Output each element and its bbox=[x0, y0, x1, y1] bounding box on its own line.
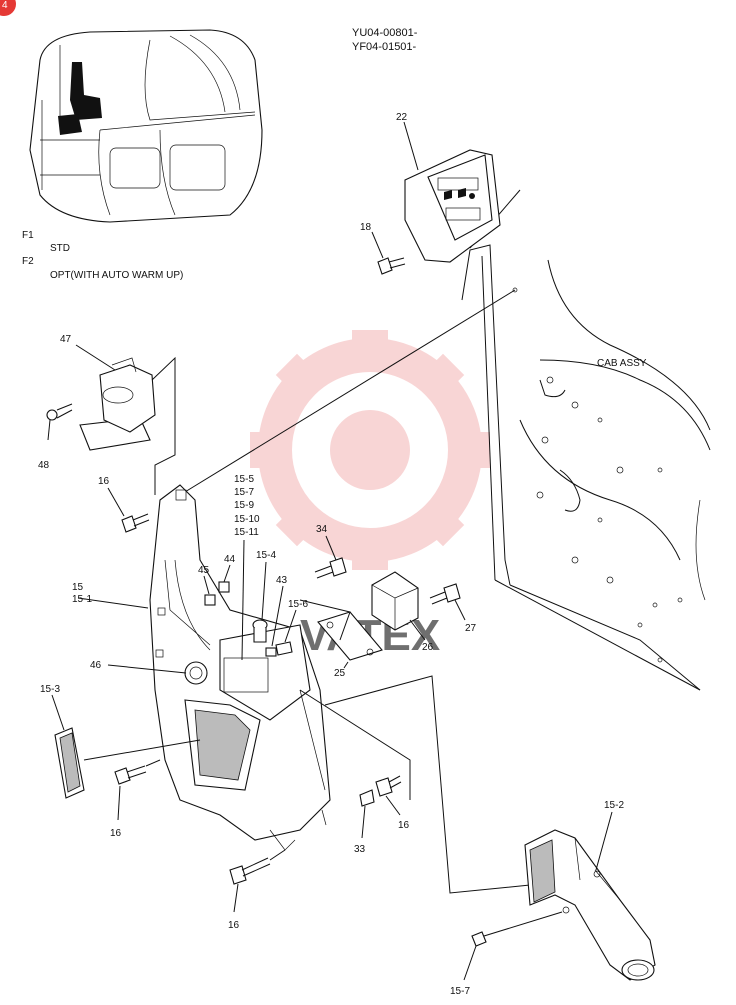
bracket-25-guide bbox=[299, 599, 351, 641]
callout-26: 26 bbox=[422, 642, 434, 653]
note-f2-code: F2 bbox=[22, 256, 34, 267]
leader-43 bbox=[271, 585, 284, 647]
leader-33 bbox=[361, 805, 366, 839]
vent-guide-line bbox=[83, 739, 201, 761]
cab-overview-illustration bbox=[29, 29, 263, 223]
bolt-16-bottom bbox=[229, 857, 271, 885]
callout-15-7-lower: 15-7 bbox=[450, 986, 470, 997]
note-f1-text: STD bbox=[50, 243, 70, 254]
duct-guide-line bbox=[324, 675, 531, 894]
callout-15: 15 bbox=[72, 582, 84, 593]
leader-44 bbox=[223, 564, 231, 583]
nut-45 bbox=[204, 594, 216, 606]
callout-15-6: 15-6 bbox=[288, 599, 308, 610]
callout-15-10: 15-10 bbox=[234, 514, 260, 525]
relay-26 bbox=[371, 571, 419, 631]
leader-16-right bbox=[385, 795, 401, 816]
air-duct-15-2 bbox=[524, 829, 656, 981]
cab-assy-frame bbox=[461, 189, 711, 691]
callout-27: 27 bbox=[465, 623, 477, 634]
leader-16-bottom bbox=[233, 883, 239, 913]
panel-guide-right bbox=[299, 689, 411, 800]
leader-18 bbox=[371, 231, 384, 259]
switch-15-6 bbox=[275, 641, 293, 656]
callout-44: 44 bbox=[224, 554, 236, 565]
monitor-22 bbox=[404, 149, 501, 263]
callout-15-1: 15-1 bbox=[72, 594, 92, 605]
leader-15-5-stack bbox=[241, 539, 245, 661]
leader-15-4 bbox=[261, 561, 267, 621]
vent-15-3 bbox=[54, 727, 85, 799]
cup-holder-47 bbox=[79, 357, 156, 451]
leader-26 bbox=[409, 619, 426, 641]
nut-44 bbox=[218, 581, 230, 593]
serial-range-2: YF04-01501- bbox=[352, 41, 417, 53]
callout-15-5: 15-5 bbox=[234, 474, 254, 485]
bracket-47 bbox=[151, 356, 176, 495]
screw-15-7-lower bbox=[471, 911, 563, 947]
leader-45 bbox=[203, 575, 210, 595]
leader-47 bbox=[75, 344, 116, 371]
note-f1-code: F1 bbox=[22, 230, 34, 241]
callout-34: 34 bbox=[316, 524, 328, 535]
note-f2-text: OPT(WITH AUTO WARM UP) bbox=[50, 270, 183, 281]
callout-15-11: 15-11 bbox=[234, 527, 259, 538]
watermark-gear bbox=[250, 330, 490, 570]
switch-43 bbox=[265, 647, 277, 657]
bolt-18 bbox=[377, 257, 406, 275]
callout-15-2: 15-2 bbox=[604, 800, 624, 811]
page-badge-number: 4 bbox=[2, 0, 8, 11]
bracket-25 bbox=[317, 611, 383, 661]
knob-15-4 bbox=[252, 619, 268, 643]
serial-range-1: YU04-00801- bbox=[352, 27, 418, 39]
leader-16-upper bbox=[107, 487, 125, 517]
leader-15 bbox=[77, 597, 149, 609]
leader-25 bbox=[343, 661, 349, 669]
callout-18: 18 bbox=[360, 222, 372, 233]
callout-47: 47 bbox=[60, 334, 72, 345]
bolt-34 bbox=[314, 557, 347, 579]
leader-27 bbox=[454, 599, 466, 621]
callout-22: 22 bbox=[396, 112, 408, 123]
leader-15-6 bbox=[284, 609, 297, 643]
callout-15-3: 15-3 bbox=[40, 684, 60, 695]
bolt-16-left-guide bbox=[145, 759, 161, 767]
bolt-27 bbox=[429, 583, 461, 605]
clip-33 bbox=[359, 789, 375, 807]
callout-16-bottom: 16 bbox=[228, 920, 240, 931]
cab-assy-label: CAB ASSY bbox=[597, 358, 647, 369]
leader-46 bbox=[107, 664, 187, 674]
callout-16-right: 16 bbox=[398, 820, 410, 831]
callout-16-left: 16 bbox=[110, 828, 122, 839]
callout-33: 33 bbox=[354, 844, 366, 855]
screw-48 bbox=[46, 403, 73, 421]
leader-15-7-lower bbox=[463, 945, 477, 981]
leader-15-3 bbox=[51, 694, 65, 731]
leader-34 bbox=[325, 535, 337, 561]
callout-15-9: 15-9 bbox=[234, 500, 254, 511]
leader-16-left bbox=[117, 785, 121, 821]
bolt-16-upper bbox=[121, 513, 150, 533]
callout-15-7-upper: 15-7 bbox=[234, 487, 254, 498]
bolt-16-right bbox=[375, 775, 402, 797]
bolt-16-left bbox=[114, 765, 147, 785]
callout-25: 25 bbox=[334, 668, 346, 679]
bolt-16-bottom-guide bbox=[269, 849, 286, 861]
callout-15-4: 15-4 bbox=[256, 550, 276, 561]
callout-48: 48 bbox=[38, 460, 50, 471]
leader-15-2 bbox=[595, 811, 613, 871]
callout-43: 43 bbox=[276, 575, 288, 586]
leader-48 bbox=[47, 419, 51, 441]
callout-45: 45 bbox=[198, 565, 210, 576]
callout-16-upper: 16 bbox=[98, 476, 110, 487]
leader-22 bbox=[403, 121, 419, 171]
page-badge bbox=[0, 0, 16, 16]
alignment-line-upper bbox=[179, 289, 516, 496]
callout-46: 46 bbox=[90, 660, 102, 671]
